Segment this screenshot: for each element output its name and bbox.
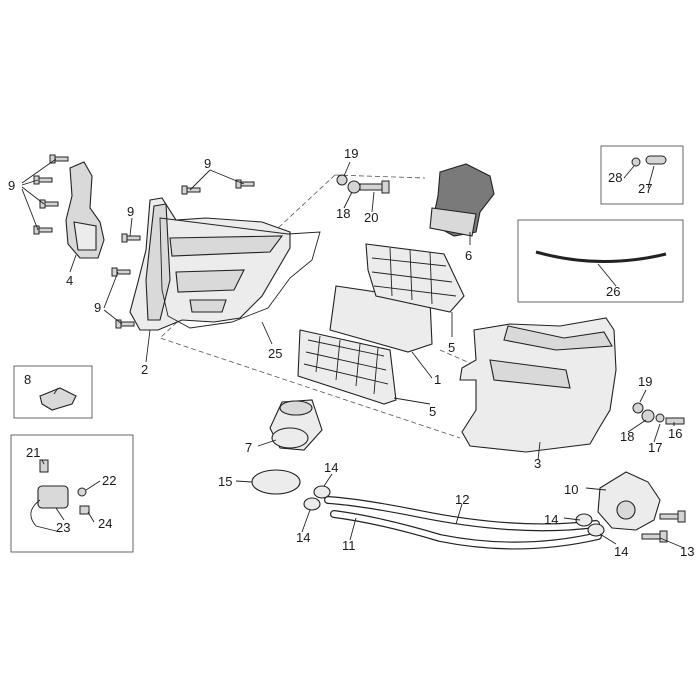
callout-10: 10 xyxy=(564,482,578,497)
part-8-clip xyxy=(39,387,77,411)
callout-27: 27 xyxy=(638,181,652,196)
callout-17: 17 xyxy=(648,440,662,455)
callout-19-right: 19 xyxy=(638,374,652,389)
callout-6: 6 xyxy=(465,248,472,263)
part-13-bolts xyxy=(641,510,686,543)
callout-7: 7 xyxy=(245,440,252,455)
callout-14-a: 14 xyxy=(324,460,338,475)
part-10-valve xyxy=(597,471,661,531)
callout-28: 28 xyxy=(608,170,622,185)
callout-8: 8 xyxy=(24,372,31,387)
part-11-12-hoses xyxy=(324,496,602,550)
inset-box-21-24 xyxy=(10,434,134,553)
part-25-gasket xyxy=(159,217,321,329)
callout-9-low: 9 xyxy=(94,300,101,315)
callout-3: 3 xyxy=(534,456,541,471)
leader-lines xyxy=(21,158,685,549)
callout-18-right: 18 xyxy=(620,429,634,444)
callout-9-top: 9 xyxy=(204,156,211,171)
callout-4: 4 xyxy=(66,273,73,288)
bolts-9-middle xyxy=(111,179,255,329)
callout-14-c: 14 xyxy=(544,512,558,527)
callout-11: 11 xyxy=(342,538,356,553)
callout-15: 15 xyxy=(218,474,232,489)
inset-box-27-28 xyxy=(600,145,684,205)
callout-18-top: 18 xyxy=(336,206,350,221)
part-14-clamps xyxy=(303,485,605,537)
callout-12: 12 xyxy=(455,492,469,507)
callout-25: 25 xyxy=(268,346,282,361)
part-5-grille-lower xyxy=(297,329,397,405)
part-15-clamp xyxy=(251,469,301,495)
callout-labels: 1 2 3 4 5 5 6 7 8 9 9 9 9 10 11 12 13 14… xyxy=(8,146,694,559)
part-2-inner-cover xyxy=(129,197,291,331)
callout-21: 21 xyxy=(26,445,40,460)
part-4-bracket xyxy=(65,161,105,259)
part-5-grille-upper xyxy=(365,243,465,313)
callout-13: 13 xyxy=(680,544,694,559)
callout-14-d: 14 xyxy=(614,544,628,559)
part-19-18-20-top xyxy=(336,174,390,194)
callout-24: 24 xyxy=(98,516,112,531)
callout-5-upper: 5 xyxy=(448,340,455,355)
callout-14-b: 14 xyxy=(296,530,310,545)
callout-22: 22 xyxy=(102,473,116,488)
callout-1: 1 xyxy=(434,372,441,387)
part-3-housing xyxy=(459,317,617,453)
callout-2: 2 xyxy=(141,362,148,377)
bolts-9-left xyxy=(33,154,69,235)
callout-16: 16 xyxy=(668,426,682,441)
part-7-intake-duct xyxy=(269,399,323,451)
part-26-hose xyxy=(535,250,667,263)
callout-19-top: 19 xyxy=(344,146,358,161)
callout-9-left: 9 xyxy=(8,178,15,193)
callout-9-mid: 9 xyxy=(127,204,134,219)
part-6-snorkel xyxy=(429,163,495,237)
callout-26: 26 xyxy=(606,284,620,299)
callout-20: 20 xyxy=(364,210,378,225)
inset-box-26 xyxy=(517,219,684,303)
part-27-28-small xyxy=(631,155,667,167)
part-16-19-right xyxy=(632,402,685,425)
callout-23: 23 xyxy=(56,520,70,535)
inset-box-8 xyxy=(13,365,93,419)
part-23-sensor-kit xyxy=(30,459,90,533)
callout-5-lower: 5 xyxy=(429,404,436,419)
